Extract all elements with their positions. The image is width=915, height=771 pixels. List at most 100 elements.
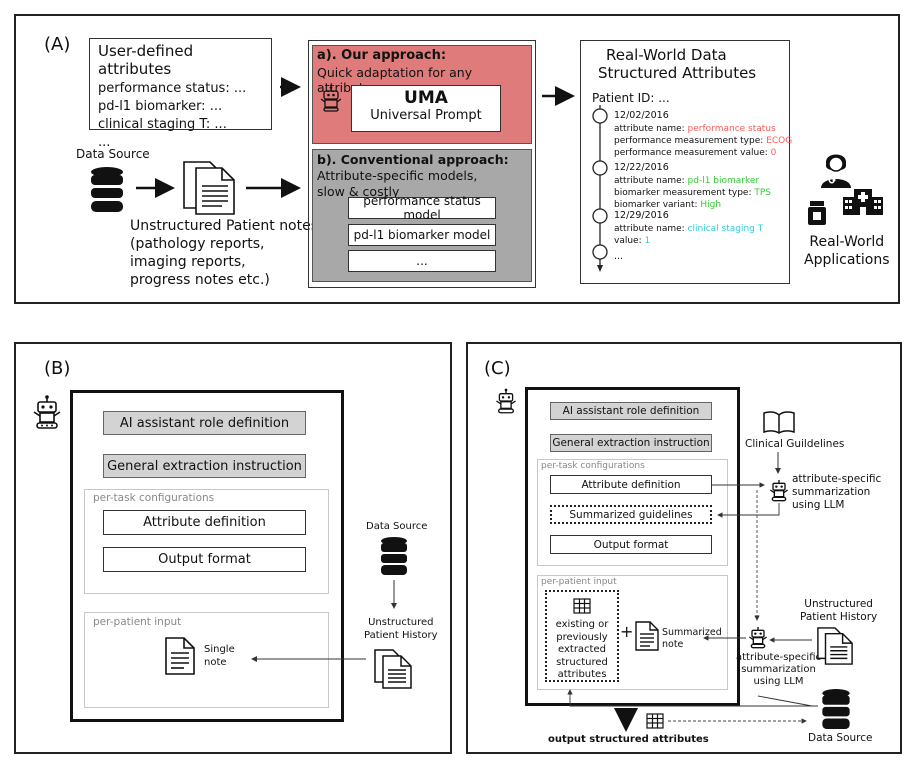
panel-a-label: (A) [44,34,71,55]
database-icon [822,689,850,729]
user-attribute-line: performance status: ... [98,81,247,96]
conventional-line: slow & costly [317,184,400,199]
summarized-guidelines-box: Summarized guidelines [550,505,712,524]
per-patient-box [84,612,329,708]
robot-icon [320,86,342,112]
entry-line: performance measurement type: ECOG [614,136,793,146]
our-approach-title: a). Our approach: [317,48,447,63]
robot-icon [769,480,789,502]
role-definition-box: AI assistant role definition [550,402,712,420]
output-structured-label: output structured attributes [548,734,709,745]
entry-value: pd-l1 biomarker [687,176,760,186]
uma-subtitle: Universal Prompt [370,108,482,123]
attribute-definition-box: Attribute definition [103,510,306,535]
model-box: pd-l1 biomarker model [348,224,496,246]
per-patient-label: per-patient input [93,616,182,628]
summarization-label-1: attribute-specific summarization using L… [792,473,882,511]
table-icon [646,713,664,729]
entry-value: High [700,200,722,210]
prompt-container-b [70,390,344,722]
model-box: ... [348,250,496,272]
output-format-box: Output format [103,547,306,572]
entry-line: biomarker measurement type: TPS [614,188,771,198]
entry-value: performance status [687,124,776,134]
data-source-label-c: Data Source [808,732,873,744]
medicine-icon [808,201,826,225]
existing-attributes-label: existing or previously extracted structu… [555,619,609,680]
database-icon [381,537,407,575]
patient-notes-line: (pathology reports, [130,236,265,252]
entry-line: value: 1 [614,236,651,246]
hospital-icon [843,189,883,215]
user-attributes-box: User-defined attributes performance stat… [89,38,272,150]
conventional-title: b). Conventional approach: [317,152,509,167]
conventional-line: Attribute-specific models, [317,168,478,183]
entry-line: attribute name: pd-l1 biomarker [614,176,760,186]
output-format-box: Output format [550,535,712,554]
rwd-box [580,40,790,284]
entry-date: ... [614,251,624,262]
table-icon [573,598,591,614]
summarized-note-label: Summarized note [662,627,722,650]
entry-date: 12/29/2016 [614,210,669,221]
attribute-definition-box: Attribute definition [550,475,712,494]
entry-date: 12/22/2016 [614,162,669,173]
entry-value: clinical staging T [687,224,764,234]
uma-title: UMA [404,88,448,108]
data-source-label-a: Data Source [76,147,150,161]
existing-attributes-box [545,590,619,682]
summarization-label-2: attribute-specific summarization using L… [736,652,822,687]
entry-line: attribute name: performance status [614,124,776,134]
plus-sign: + [620,622,634,641]
general-instruction-box: General extraction instruction [550,434,712,452]
panel-c-label: (C) [484,358,511,379]
patient-notes-line: progress notes etc.) [130,272,270,288]
rwd-title: Structured Attributes [598,64,757,82]
per-task-label: per-task configurations [93,492,215,504]
user-attributes-title: User-defined attributes [98,42,194,78]
user-attribute-line: ... [98,135,111,150]
role-definition-box: AI assistant role definition [103,411,306,435]
user-attribute-line: clinical staging T: ... [98,117,227,132]
patient-notes-title: Unstructured Patient notes [130,218,319,234]
doctor-icon [821,154,851,188]
document-stack-icon [374,649,412,689]
rwd-title: Real-World Data [606,46,727,64]
per-task-box [84,489,329,594]
robot-icon [748,627,768,649]
entry-value: ECOG [766,136,793,146]
panel-b-label: (B) [44,358,71,379]
uma-box: UMA Universal Prompt [351,85,501,132]
document-icon [165,637,195,675]
clinical-guidelines-label: Clinical Guildelines [745,438,845,450]
patient-history-label: Unstructured Patient History [800,598,878,623]
data-source-label-b: Data Source [366,521,428,532]
entry-value: 0 [770,148,777,158]
per-patient-label: per-patient input [541,577,617,587]
single-note-label: Single note [204,644,235,668]
model-box: performance status model [348,194,496,222]
entry-line: attribute name: clinical staging T [614,224,764,234]
database-icon [91,167,123,212]
per-patient-box [537,575,728,690]
general-instruction-box: General extraction instruction [103,454,306,478]
document-stack-icon [817,627,853,665]
entry-line: performance measurement value: 0 [614,148,777,158]
robot-icon [496,388,516,414]
robot-icon [33,395,61,429]
timeline [592,105,608,272]
book-icon [763,411,795,434]
entry-line: biomarker variant: High [614,200,722,210]
document-stack-icon [183,161,235,215]
entry-value: 1 [644,236,651,246]
document-icon [635,621,659,651]
patient-notes-line: imaging reports, [130,254,246,270]
applications-label: Real-World Applications [804,234,890,268]
patient-id: Patient ID: ... [592,91,670,105]
approach-container [308,40,536,288]
per-task-label: per-task configurations [541,461,645,471]
entry-date: 12/02/2016 [614,110,669,121]
patient-history-label: Unstructured Patient History [364,617,438,641]
entry-value: TPS [754,188,771,198]
user-attribute-line: pd-l1 biomarker: ... [98,99,223,114]
